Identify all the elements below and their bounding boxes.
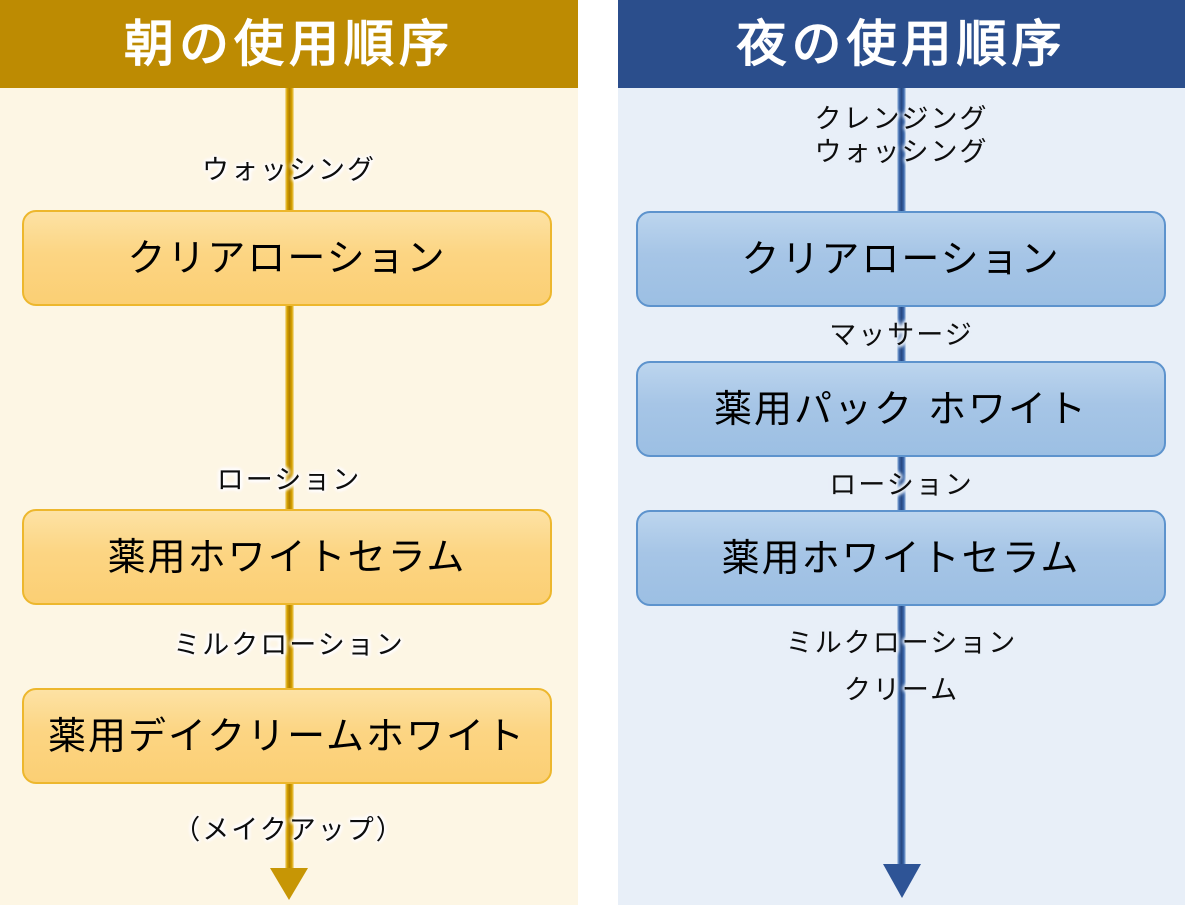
night-step-3-label: 薬用ホワイトセラム <box>721 536 1081 580</box>
morning-panel-title: 朝の使用順序 <box>124 15 454 73</box>
night-step-box-1[interactable]: クリアローション <box>636 211 1166 307</box>
night-step-box-2[interactable]: 薬用パック ホワイト <box>636 361 1166 457</box>
morning-step-3-label: 薬用デイクリームホワイト <box>47 714 527 758</box>
morning-step-box-3[interactable]: 薬用デイクリームホワイト <box>22 688 552 784</box>
night-flow-arrowhead <box>882 864 921 898</box>
morning-step-box-1[interactable]: クリアローション <box>22 210 552 306</box>
night-header-bar: 夜の使用順序 <box>618 0 1185 88</box>
night-panel-title: 夜の使用順序 <box>736 15 1067 73</box>
morning-step-1-label: クリアローション <box>127 236 447 280</box>
night-step-1-label: クリアローション <box>741 237 1061 281</box>
morning-step-2-label: 薬用ホワイトセラム <box>107 535 467 579</box>
morning-header-bar: 朝の使用順序 <box>0 0 578 88</box>
night-step-2-label: 薬用パック ホワイト <box>713 387 1089 431</box>
morning-routine-panel: 朝の使用順序 ウォッシング クリアローション ローション 薬用ホワイトセラム ミ… <box>0 0 578 905</box>
morning-step-box-2[interactable]: 薬用ホワイトセラム <box>22 509 552 605</box>
night-step-box-3[interactable]: 薬用ホワイトセラム <box>636 510 1166 606</box>
night-flow-line <box>897 88 906 878</box>
morning-flow-line <box>284 88 294 878</box>
night-routine-panel: 夜の使用順序 クレンジング ウォッシング クリアローション マッサージ 薬用パッ… <box>618 0 1185 905</box>
morning-flow-arrowhead <box>270 868 308 900</box>
